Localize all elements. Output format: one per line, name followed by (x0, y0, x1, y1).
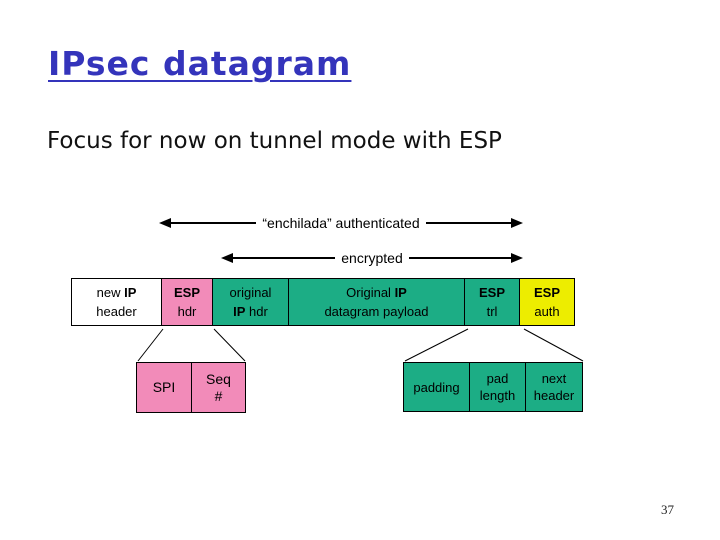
page-title: IPsec datagram (48, 44, 352, 83)
box-label: # (214, 387, 223, 404)
box-original-ip-payload: Original IP datagram payload (288, 278, 465, 326)
box-label: ESP (173, 285, 200, 300)
box-esp-hdr: ESP hdr (161, 278, 213, 326)
box-label: length (479, 388, 516, 403)
box-label: hdr (177, 304, 197, 319)
arrow-line (425, 222, 512, 224)
box-label: datagram payload (324, 304, 429, 319)
box-label: next (541, 371, 567, 386)
box-label: auth (534, 304, 560, 319)
box-pad-length: pad length (469, 362, 526, 412)
authenticated-extent-arrow: “enchilada” authenticated (159, 212, 524, 234)
left-arrowhead-icon (221, 253, 233, 263)
box-next-header: next header (525, 362, 583, 412)
box-esp-auth: ESP auth (519, 278, 575, 326)
connector-line (137, 328, 164, 362)
box-label: header (533, 388, 575, 403)
encrypted-extent-arrow: encrypted (221, 247, 524, 269)
left-arrowhead-icon (159, 218, 171, 228)
box-label: ESP (533, 285, 560, 300)
box-label: original (229, 285, 272, 300)
connector-line (404, 328, 469, 362)
box-label: SPI (152, 379, 176, 395)
box-esp-trl: ESP trl (464, 278, 520, 326)
box-label: new IP (96, 285, 137, 300)
box-label: padding (413, 379, 460, 395)
right-arrowhead-icon (511, 218, 524, 228)
esp-trailer-fields: padding pad length next header (403, 362, 583, 412)
connector-line (213, 328, 246, 362)
box-new-ip-header: new IP header (71, 278, 162, 326)
box-spi: SPI (136, 362, 192, 413)
connector-line (523, 328, 584, 362)
arrow-line (408, 257, 512, 259)
box-label: Original IP (346, 285, 407, 300)
esp-header-fields: SPI Seq # (136, 362, 246, 413)
box-label: pad (486, 371, 509, 386)
slide-subtitle: Focus for now on tunnel mode with ESP (47, 128, 502, 154)
box-label: IP hdr (233, 304, 268, 319)
arrow-line (171, 222, 257, 224)
box-label: ESP (478, 285, 505, 300)
datagram-box-row: new IP header ESP hdr original IP hdr Or… (71, 278, 575, 326)
encrypted-label: encrypted (341, 250, 403, 266)
box-label: Seq (206, 370, 231, 387)
authenticated-label: “enchilada” authenticated (262, 215, 420, 231)
box-seq-number: Seq # (191, 362, 246, 413)
box-label: trl (486, 304, 498, 319)
box-label: header (96, 304, 137, 319)
box-original-ip-hdr: original IP hdr (212, 278, 289, 326)
right-arrowhead-icon (511, 253, 524, 263)
arrow-line (233, 257, 336, 259)
page-number: 37 (661, 502, 674, 517)
box-padding: padding (403, 362, 470, 412)
